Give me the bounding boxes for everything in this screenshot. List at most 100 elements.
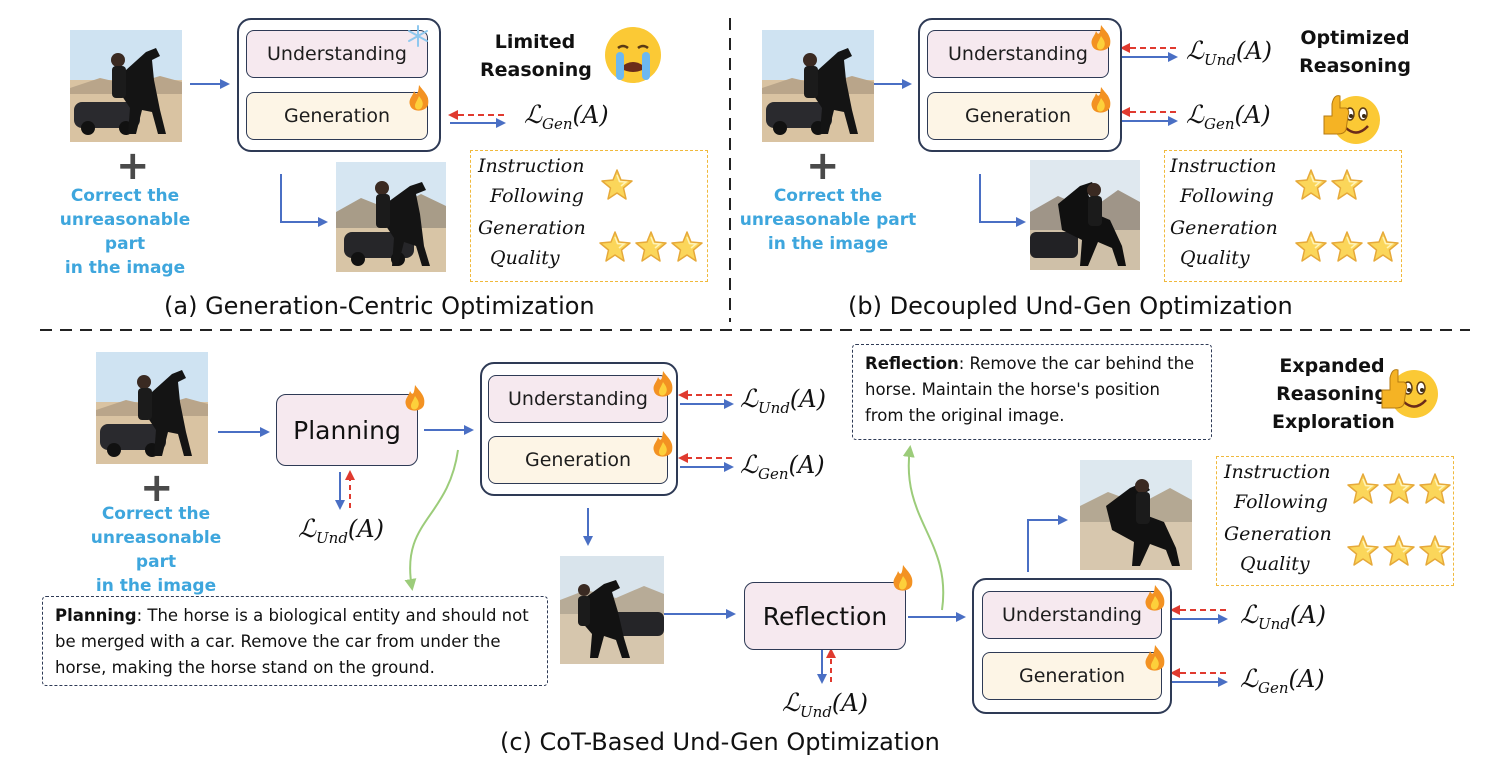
rating-c-quality: Quality xyxy=(1240,553,1310,575)
loss-script-b2: ℒ xyxy=(1186,100,1205,129)
loss-gen-a: ℒGen(A) xyxy=(524,100,609,133)
loss-script-c2: ℒ xyxy=(740,384,759,413)
mood-a-line-2: Reasoning xyxy=(480,59,592,81)
understanding-box-a: Understanding xyxy=(246,30,428,78)
input-image-c xyxy=(96,352,208,464)
star-icon xyxy=(1346,472,1380,506)
stars-a-instruction xyxy=(600,168,636,206)
prompt-b-line-2: unreasonable part xyxy=(739,210,917,230)
prompt-c-line-3: in the image xyxy=(95,576,217,596)
rating-b-following: Following xyxy=(1180,185,1274,207)
generation-box-c2: Generation xyxy=(982,652,1162,700)
loss-und-reflection: ℒUnd(A) xyxy=(782,688,868,721)
arrow-b-output xyxy=(979,174,1026,227)
loss-sub-b2: Gen xyxy=(1204,115,1235,133)
understanding-label-c1: Understanding xyxy=(508,388,648,410)
loss-und-c2: ℒUnd(A) xyxy=(1240,600,1326,633)
plus-icon-c: + xyxy=(140,465,174,511)
loss-script-c4: ℒ xyxy=(782,688,801,717)
mood-b-line-2: Reasoning xyxy=(1299,55,1411,77)
reflection-text-box: Reflection: Remove the car behind the ho… xyxy=(852,344,1212,440)
loss-script-c5: ℒ xyxy=(1240,600,1259,629)
stars-b-instruction xyxy=(1294,168,1366,206)
loss-arg-b2: (A) xyxy=(1234,101,1271,129)
crying-face-icon xyxy=(605,27,661,83)
loss-arg-c1: (A) xyxy=(347,515,384,543)
generation-label-c2: Generation xyxy=(1019,665,1125,687)
star-icon xyxy=(1346,534,1380,568)
stars-b-quality xyxy=(1294,230,1402,268)
star-icon xyxy=(670,230,704,264)
rating-box-a xyxy=(470,150,708,282)
understanding-label-a: Understanding xyxy=(267,43,407,65)
rating-c-instruction: Instruction xyxy=(1224,461,1331,483)
rating-box-b xyxy=(1164,150,1402,282)
loss-script-c1: ℒ xyxy=(298,514,317,543)
understanding-box-c1: Understanding xyxy=(488,375,668,423)
planning-box: Planning xyxy=(276,394,418,466)
rating-b-instruction: Instruction xyxy=(1170,155,1277,177)
loss-arg-c5: (A) xyxy=(1289,601,1326,629)
loss-gen-c2: ℒGen(A) xyxy=(1240,664,1325,697)
final-image xyxy=(1080,460,1192,570)
mood-c-line-1: Expanded xyxy=(1279,355,1385,377)
loss-arg-b1: (A) xyxy=(1235,37,1272,65)
plus-icon-a: + xyxy=(116,143,150,189)
planning-box-label: Planning xyxy=(293,415,401,445)
loss-arg-c4: (A) xyxy=(831,689,868,717)
mood-a: Limited Reasoning xyxy=(480,28,592,84)
mood-c-line-2: Reasoning xyxy=(1276,383,1388,405)
loss-gen-b: ℒGen(A) xyxy=(1186,100,1271,133)
planning-text-box: Planning: The horse is a biological enti… xyxy=(42,596,548,686)
loss-arg-c3: (A) xyxy=(788,451,825,479)
reflection-text-label: Reflection xyxy=(865,354,959,373)
fire-icon xyxy=(893,565,913,591)
understanding-box-b: Understanding xyxy=(927,30,1109,78)
caption-a: (a) Generation-Centric Optimization xyxy=(164,292,595,320)
generation-label-a: Generation xyxy=(284,105,390,127)
understanding-box-c2: Understanding xyxy=(982,591,1162,639)
star-icon xyxy=(1418,534,1452,568)
generation-box-a: Generation xyxy=(246,92,428,140)
fire-icon xyxy=(405,385,425,411)
arrow-c-green-reflection xyxy=(902,445,945,611)
thumbs-up-face-icon xyxy=(1381,369,1438,418)
loss-sub-c3: Gen xyxy=(758,465,789,483)
star-icon xyxy=(1418,472,1452,506)
planning-text-body: : The horse is a biological entity and s… xyxy=(55,606,529,677)
understanding-label-b: Understanding xyxy=(948,43,1088,65)
loss-arg-c2: (A) xyxy=(789,385,826,413)
prompt-a-line-2: unreasonable part xyxy=(59,210,191,254)
mood-c: Expanded Reasoning Exploration xyxy=(1272,352,1395,436)
loss-script-b1: ℒ xyxy=(1186,36,1205,65)
fire-icon xyxy=(1145,645,1165,671)
loss-gen-c1: ℒGen(A) xyxy=(740,450,825,483)
loss-sub-c6: Gen xyxy=(1258,679,1289,697)
star-icon xyxy=(1382,534,1416,568)
prompt-b: Correct the unreasonable part in the ima… xyxy=(738,184,918,256)
loss-arg-c6: (A) xyxy=(1288,665,1325,693)
loss-und-b: ℒUnd(A) xyxy=(1186,36,1272,69)
prompt-a: Correct the unreasonable part in the ima… xyxy=(40,184,210,280)
generation-box-b: Generation xyxy=(927,92,1109,140)
mood-c-line-3: Exploration xyxy=(1272,411,1395,433)
mood-b-line-1: Optimized xyxy=(1300,27,1410,49)
loss-arg-a: (A) xyxy=(572,101,609,129)
rating-a-generation: Generation xyxy=(478,217,586,239)
star-icon xyxy=(1294,230,1328,264)
rating-a-quality: Quality xyxy=(490,247,560,269)
arrow-c-green-planning xyxy=(404,449,459,591)
prompt-a-line-1: Correct the xyxy=(70,186,180,206)
mood-b: Optimized Reasoning xyxy=(1290,24,1420,80)
rating-a-instruction: Instruction xyxy=(478,155,585,177)
prompt-c: Correct the unreasonable part in the ima… xyxy=(68,502,244,598)
loss-sub-c5: Und xyxy=(1258,615,1290,633)
prompt-c-line-1: Correct the xyxy=(101,504,211,524)
generation-label-b: Generation xyxy=(965,105,1071,127)
arrow-a-output xyxy=(280,174,328,227)
reflection-box: Reflection xyxy=(744,582,906,650)
loss-und-c1: ℒUnd(A) xyxy=(740,384,826,417)
